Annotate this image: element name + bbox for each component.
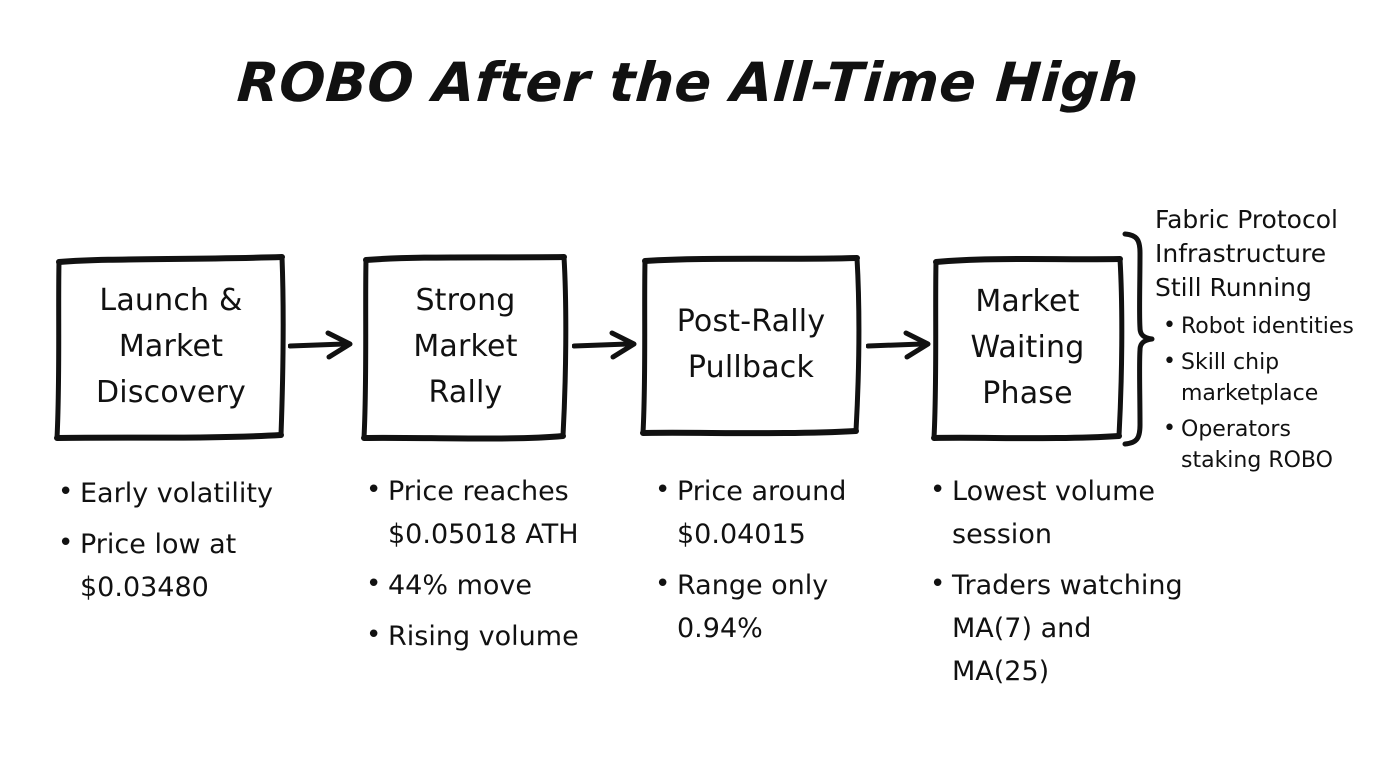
list-item: Price reaches $0.05018 ATH <box>366 469 616 556</box>
list-item: Skill chip marketplace <box>1163 346 1371 409</box>
list-item: Operators staking ROBO <box>1163 413 1371 476</box>
page-title: ROBO After the All-Time High <box>235 51 1141 114</box>
bullet-list-market-waiting-phase: Lowest volume session Traders watching M… <box>930 469 1195 701</box>
list-item: Price around $0.04015 <box>655 469 885 556</box>
flow-box-label: Launch & Market Discovery <box>95 282 246 410</box>
bullet-list-strong-market-rally: Price reaches $0.05018 ATH 44% move Risi… <box>366 469 616 666</box>
list-item: Range only 0.94% <box>655 563 885 650</box>
list-item: Rising volume <box>366 614 616 658</box>
bullet-list-post-rally-pullback: Price around $0.04015 Range only 0.94% <box>655 469 885 658</box>
list-item: Robot identities <box>1163 310 1371 342</box>
arrow-right-icon-1 <box>288 330 353 360</box>
side-panel-title: Fabric Protocol Infrastructure Still Run… <box>1155 205 1338 302</box>
side-panel-list: Robot identities Skill chip marketplace … <box>1155 310 1371 476</box>
flow-box-post-rally-pullback[interactable]: Post-Rally Pullback <box>640 255 862 437</box>
arrow-right-icon-3 <box>866 330 931 360</box>
list-item: Early volatility <box>58 471 318 515</box>
list-item: Price low at $0.03480 <box>58 522 318 609</box>
flow-box-market-waiting-phase[interactable]: Market Waiting Phase <box>931 256 1125 442</box>
flow-box-strong-market-rally[interactable]: Strong Market Rally <box>361 254 569 442</box>
flow-box-label: Strong Market Rally <box>413 282 518 410</box>
flow-box-label: Market Waiting Phase <box>970 283 1085 411</box>
list-item: Lowest volume session <box>930 469 1195 556</box>
flow-box-label: Post-Rally Pullback <box>676 303 826 385</box>
bullet-list-launch-market-discovery: Early volatility Price low at $0.03480 <box>58 471 318 617</box>
list-item: Traders watching MA(7) and MA(25) <box>930 563 1195 693</box>
arrow-right-icon-2 <box>572 330 637 360</box>
curly-brace-icon <box>1122 231 1155 447</box>
list-item: 44% move <box>366 563 616 607</box>
side-panel-fabric-protocol: Fabric Protocol Infrastructure Still Run… <box>1155 203 1371 481</box>
flow-box-launch-market-discovery[interactable]: Launch & Market Discovery <box>54 254 286 441</box>
